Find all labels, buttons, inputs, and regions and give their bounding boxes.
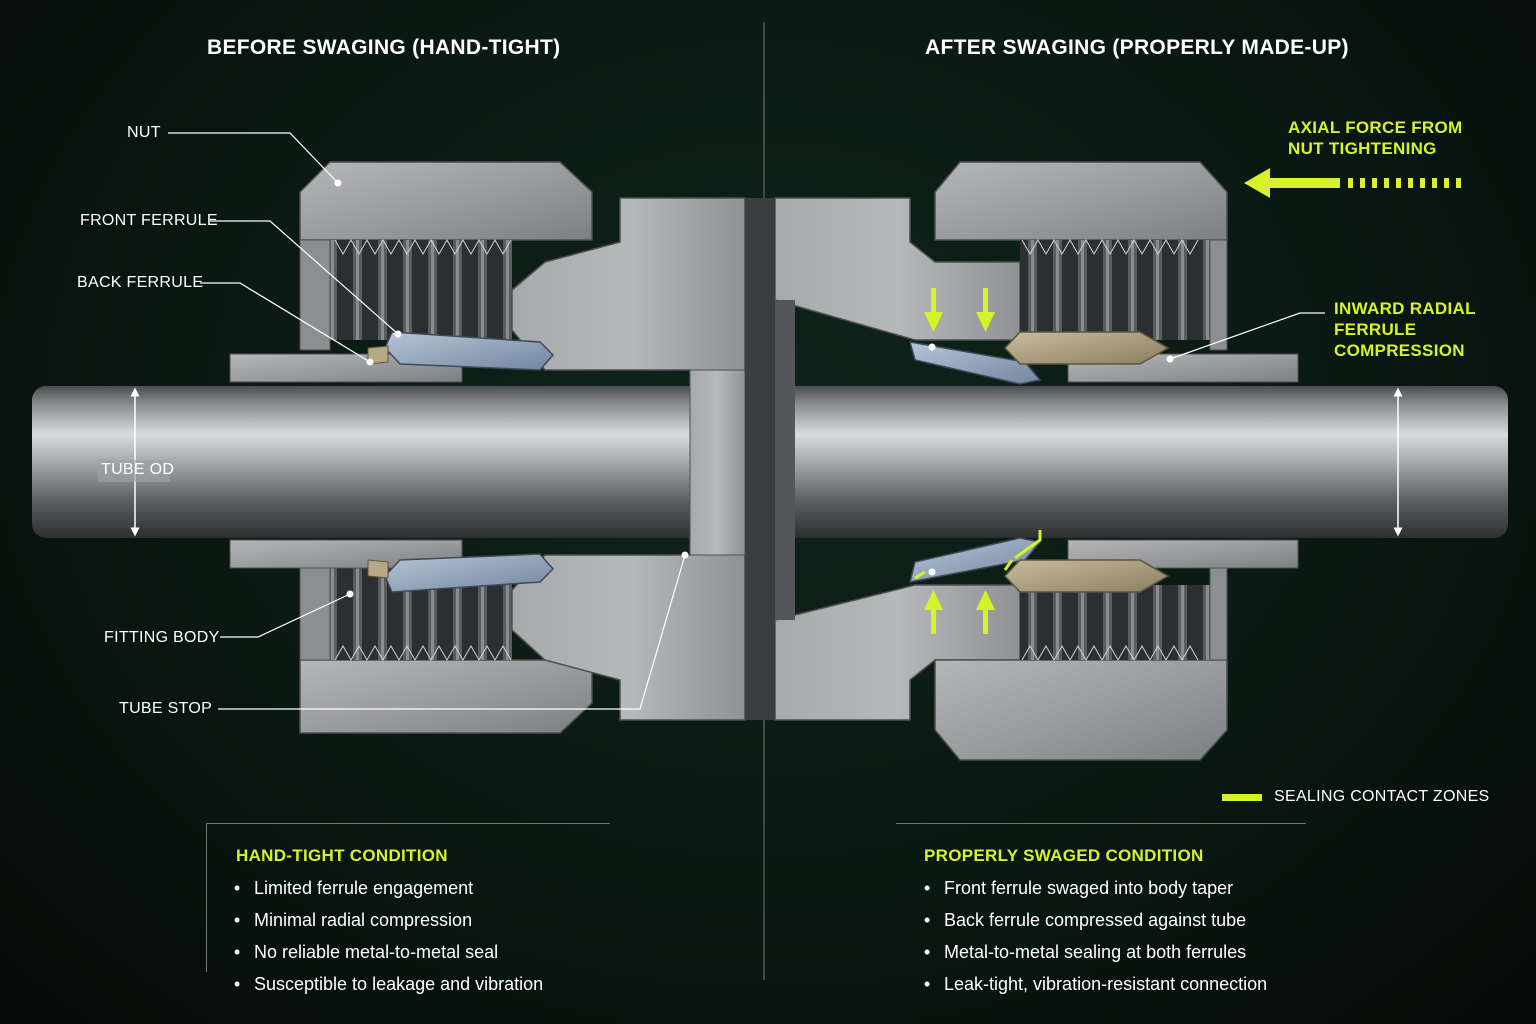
front-ferrule-right-bottom — [908, 537, 1042, 583]
back-ferrule-right-bottom — [1003, 559, 1170, 593]
list-item: No reliable metal-to-metal seal — [234, 936, 543, 968]
swaged-panel: PROPERLY SWAGED CONDITION Front ferrule … — [896, 823, 1306, 994]
list-item: Minimal radial compression — [234, 904, 543, 936]
fitting-body-label: FITTING BODY — [104, 629, 220, 646]
hand-tight-panel: HAND-TIGHT CONDITION Limited ferrule eng… — [206, 823, 610, 994]
legend-swatch — [1222, 793, 1262, 801]
list-item: Leak-tight, vibration-resistant connecti… — [924, 968, 1267, 1000]
legend-label: SEALING CONTACT ZONES — [1274, 788, 1490, 805]
tube-stop-label: TUBE STOP — [119, 700, 213, 717]
tube-od-label: TUBE OD — [101, 461, 175, 478]
list-item: Back ferrule compressed against tube — [924, 904, 1267, 936]
back-ferrule-label: BACK FERRULE — [77, 274, 204, 291]
thread-teeth-right — [1021, 238, 1199, 662]
panel-border — [206, 824, 207, 972]
tube-od-label-bg — [98, 460, 170, 482]
body-bore-right — [775, 300, 795, 620]
radial-compression-arrows — [924, 288, 995, 634]
back-ferrule-right-top — [1003, 331, 1170, 365]
fitting-body-left — [511, 197, 746, 721]
axial-force-arrow — [1244, 168, 1461, 198]
axial-force-line1: AXIAL FORCE FROM — [1288, 118, 1463, 137]
radial-line3: COMPRESSION — [1334, 341, 1465, 360]
nut-right — [934, 161, 1228, 761]
back-ferrule-left-bottom — [367, 559, 389, 579]
list-item: Metal-to-metal sealing at both ferrules — [924, 936, 1267, 968]
radial-line1: INWARD RADIAL — [1334, 299, 1476, 318]
hand-tight-list: Limited ferrule engagement Minimal radia… — [234, 872, 543, 1000]
swaged-title: PROPERLY SWAGED CONDITION — [924, 846, 1204, 865]
thread-teeth-left — [334, 238, 512, 662]
leader-dots — [334, 179, 1174, 598]
tube-stop-block — [689, 369, 746, 556]
axial-force-label: AXIAL FORCE FROM NUT TIGHTENING — [1288, 117, 1462, 159]
list-item: Limited ferrule engagement — [234, 872, 543, 904]
front-ferrule-right-top — [908, 341, 1042, 385]
back-ferrule-left-top — [367, 345, 389, 365]
nut-label: NUT — [127, 124, 161, 141]
list-item: Susceptible to leakage and vibration — [234, 968, 543, 1000]
front-ferrule-label: FRONT FERRULE — [80, 212, 218, 229]
legend: SEALING CONTACT ZONES — [1222, 788, 1490, 808]
hand-tight-title: HAND-TIGHT CONDITION — [236, 846, 448, 865]
sealing-contact-zones — [914, 530, 1042, 580]
radial-line2: FERRULE — [1334, 320, 1417, 339]
leader-lines — [168, 132, 1325, 710]
swaged-list: Front ferrule swaged into body taper Bac… — [924, 872, 1267, 1000]
axial-force-line2: NUT TIGHTENING — [1288, 139, 1437, 158]
body-gap — [745, 198, 775, 720]
after-title: AFTER SWAGING (PROPERLY MADE-UP) — [925, 36, 1349, 59]
radial-compression-label: INWARD RADIAL FERRULE COMPRESSION — [1334, 298, 1476, 361]
list-item: Front ferrule swaged into body taper — [924, 872, 1267, 904]
before-title: BEFORE SWAGING (HAND-TIGHT) — [207, 36, 561, 59]
